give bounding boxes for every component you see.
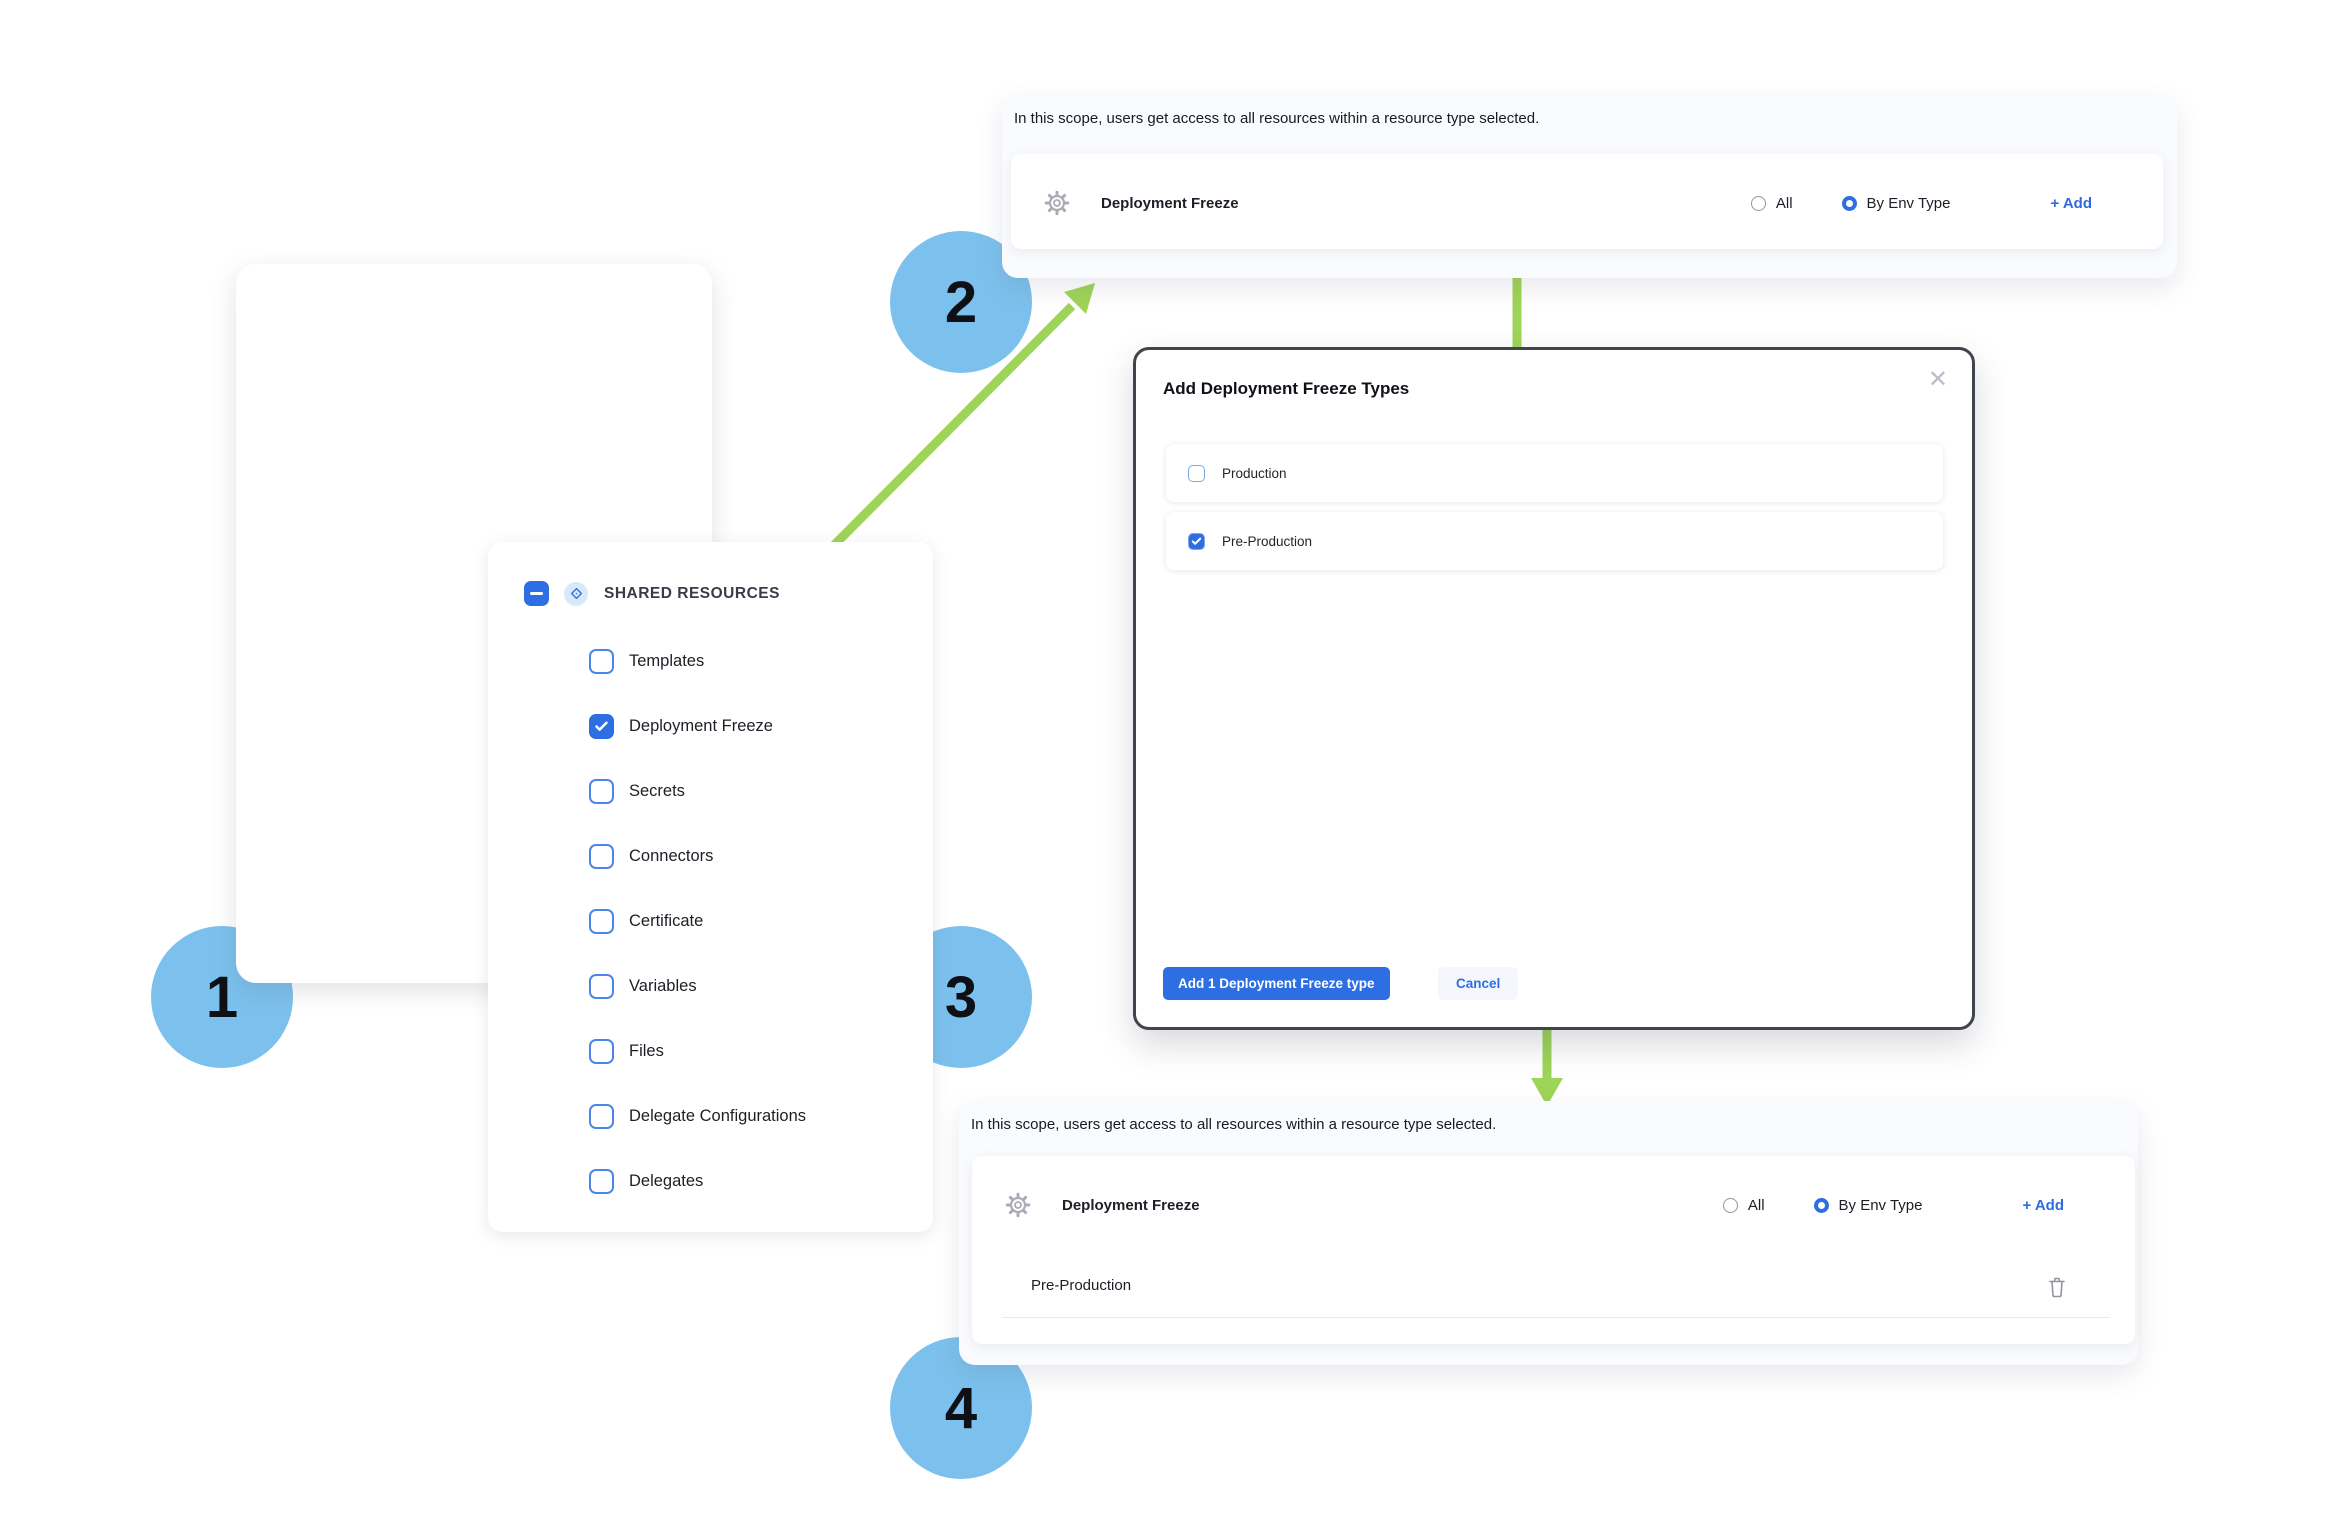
modal-title: Add Deployment Freeze Types xyxy=(1163,379,1410,398)
row-divider xyxy=(1002,1317,2110,1318)
list-item-label: Templates xyxy=(629,651,705,670)
radio-all[interactable]: All xyxy=(1750,194,1793,212)
list-item-secrets: Secrets xyxy=(589,778,806,804)
shared-resources-header: SHARED RESOURCES xyxy=(524,581,780,606)
list-item-label: Delegates xyxy=(629,1171,704,1190)
scope-radio-cluster: All By Env Type + Add xyxy=(1750,154,2092,252)
list-item-files: Files xyxy=(589,1038,806,1064)
cancel-button[interactable]: Cancel xyxy=(1438,967,1519,1000)
radio-by-env-control[interactable] xyxy=(1841,195,1857,211)
resource-type-list: Templates Deployment Freeze Secrets xyxy=(589,648,806,1194)
delegates-checkbox[interactable] xyxy=(589,1168,614,1194)
pre-production-checkbox[interactable] xyxy=(1188,532,1205,550)
gear-icon xyxy=(1044,190,1070,216)
resource-type-name: Deployment Freeze xyxy=(1101,194,1239,212)
scope-description: In this scope, users get access to all r… xyxy=(1014,110,1540,127)
list-item-delegate-configurations: Delegate Configurations xyxy=(589,1103,806,1129)
radio-by-env-type[interactable]: By Env Type xyxy=(1841,194,1951,212)
resource-item-pre-production: Pre-Production xyxy=(1031,1277,1132,1294)
resource-type-name: Deployment Freeze xyxy=(1062,1196,1200,1214)
option-label: Production xyxy=(1222,465,1287,481)
list-item-connectors: Connectors xyxy=(589,843,806,869)
radio-by-env-control[interactable] xyxy=(1813,1197,1829,1213)
radio-by-env-type[interactable]: By Env Type xyxy=(1813,1196,1923,1214)
deployment-freeze-row: Deployment Freeze All By Env Type + Add xyxy=(1011,154,2163,252)
list-item-deployment-freeze: Deployment Freeze xyxy=(589,713,806,739)
templates-checkbox[interactable] xyxy=(589,648,614,674)
secrets-checkbox[interactable] xyxy=(589,778,614,804)
scope-radio-cluster: All By Env Type + Add xyxy=(1722,1156,2064,1254)
list-item-templates: Templates xyxy=(589,648,806,674)
certificate-checkbox[interactable] xyxy=(589,908,614,934)
connectors-checkbox[interactable] xyxy=(589,843,614,869)
list-item-delegates: Delegates xyxy=(589,1168,806,1194)
list-item-label: Files xyxy=(629,1041,664,1060)
close-icon[interactable]: ✕ xyxy=(1927,366,1948,393)
shared-resources-card: SHARED RESOURCES Templates Deployment Fr… xyxy=(488,542,933,1232)
option-production[interactable]: Production xyxy=(1166,444,1943,502)
radio-by-env-label: By Env Type xyxy=(1838,1196,1923,1214)
list-item-certificate: Certificate xyxy=(589,908,806,934)
deployment-freeze-checkbox[interactable] xyxy=(589,713,614,739)
shared-resources-icon xyxy=(564,581,588,606)
radio-all-control[interactable] xyxy=(1722,1197,1738,1213)
variables-checkbox[interactable] xyxy=(589,973,614,999)
list-item-variables: Variables xyxy=(589,973,806,999)
resource-type-card: Deployment Freeze All By Env Type + Add xyxy=(1011,154,2163,249)
add-freeze-type-button[interactable]: Add 1 Deployment Freeze type xyxy=(1163,967,1390,1000)
scope-panel-top: In this scope, users get access to all r… xyxy=(1002,95,2177,278)
files-checkbox[interactable] xyxy=(589,1038,614,1064)
radio-all-label: All xyxy=(1747,1196,1765,1214)
radio-all[interactable]: All xyxy=(1722,1196,1765,1214)
list-item-label: Deployment Freeze xyxy=(629,716,773,735)
deployment-freeze-row: Deployment Freeze All By Env Type + Add xyxy=(972,1156,2135,1254)
gear-icon xyxy=(1005,1192,1031,1218)
delegate-configurations-checkbox[interactable] xyxy=(589,1103,614,1129)
radio-all-label: All xyxy=(1775,194,1793,212)
list-item-label: Connectors xyxy=(629,846,714,865)
scope-panel-bottom: In this scope, users get access to all r… xyxy=(959,1101,2138,1365)
resource-type-card: Deployment Freeze All By Env Type + Add … xyxy=(972,1156,2135,1344)
list-item-label: Delegate Configurations xyxy=(629,1106,807,1125)
shared-resources-title: SHARED RESOURCES xyxy=(604,584,780,602)
option-label: Pre-Production xyxy=(1222,533,1313,549)
trash-icon[interactable] xyxy=(2045,1274,2069,1300)
radio-all-control[interactable] xyxy=(1750,195,1766,211)
add-link[interactable]: + Add xyxy=(2050,194,2092,212)
add-deployment-freeze-modal: Add Deployment Freeze Types ✕ Production… xyxy=(1133,347,1975,1030)
list-item-label: Variables xyxy=(629,976,697,995)
radio-by-env-label: By Env Type xyxy=(1866,194,1951,212)
scope-description: In this scope, users get access to all r… xyxy=(971,1116,1497,1133)
collapse-button[interactable] xyxy=(524,581,549,606)
list-item-label: Certificate xyxy=(629,911,704,930)
list-item-label: Secrets xyxy=(629,781,685,800)
add-link[interactable]: + Add xyxy=(2022,1196,2064,1214)
minus-icon xyxy=(530,592,543,595)
shared-resources-panel: SHARED RESOURCES Templates Deployment Fr… xyxy=(236,264,933,1232)
production-checkbox[interactable] xyxy=(1188,464,1205,482)
option-pre-production[interactable]: Pre-Production xyxy=(1166,512,1943,570)
